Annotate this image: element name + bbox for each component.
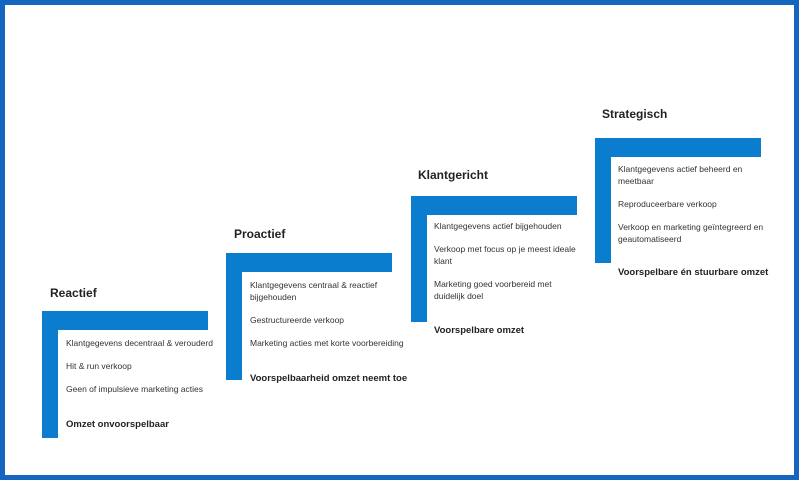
step-items: Klantgegevens centraal & reactief bijgeh… (250, 279, 410, 360)
step-title-klantgericht: Klantgericht (418, 168, 489, 182)
step-title-strategisch: Strategisch (602, 107, 668, 121)
list-item: Geen of impulsieve marketing acties (66, 384, 204, 394)
list-item: Verkoop en marketing geïntegreerd en gea… (618, 222, 764, 244)
step-riser (226, 253, 242, 380)
step-riser (595, 138, 611, 263)
step-bar (595, 138, 761, 157)
step-items: Klantgegevens decentraal & verouderd Hit… (66, 337, 231, 406)
step-bar (42, 311, 208, 330)
list-item: Reproduceerbare verkoop (618, 199, 717, 209)
step-result: Voorspelbaarheid omzet neemt toe (250, 373, 408, 384)
step-result: Voorspelbare omzet (434, 325, 525, 336)
list-item: Klantgegevens actief beheerd en meetbaar (618, 164, 743, 186)
step-result: Voorspelbare én stuurbare omzet (618, 267, 769, 278)
step-riser (411, 196, 427, 322)
step-items: Klantgegevens actief bijgehouden Verkoop… (434, 220, 584, 313)
list-item: Klantgegevens centraal & reactief bijgeh… (250, 280, 378, 302)
list-item: Marketing goed voorbereid met duidelijk … (434, 279, 552, 301)
diagram-canvas: Reactief Klantgegevens decentraal & vero… (5, 5, 794, 475)
list-item: Verkoop met focus op je meest ideale kla… (434, 244, 576, 266)
step-riser (42, 311, 58, 438)
list-item: Gestructureerde verkoop (250, 315, 345, 325)
step-title-proactief: Proactief (234, 227, 286, 241)
step-title-reactief: Reactief (50, 286, 97, 300)
step-bar (226, 253, 392, 272)
list-item: Klantgegevens actief bijgehouden (434, 221, 562, 231)
step-items: Klantgegevens actief beheerd en meetbaar… (618, 163, 773, 256)
list-item: Marketing acties met korte voorbereiding (250, 338, 404, 348)
step-result: Omzet onvoorspelbaar (66, 419, 169, 430)
list-item: Hit & run verkoop (66, 361, 132, 371)
step-bar (411, 196, 577, 215)
list-item: Klantgegevens decentraal & verouderd (66, 338, 213, 348)
